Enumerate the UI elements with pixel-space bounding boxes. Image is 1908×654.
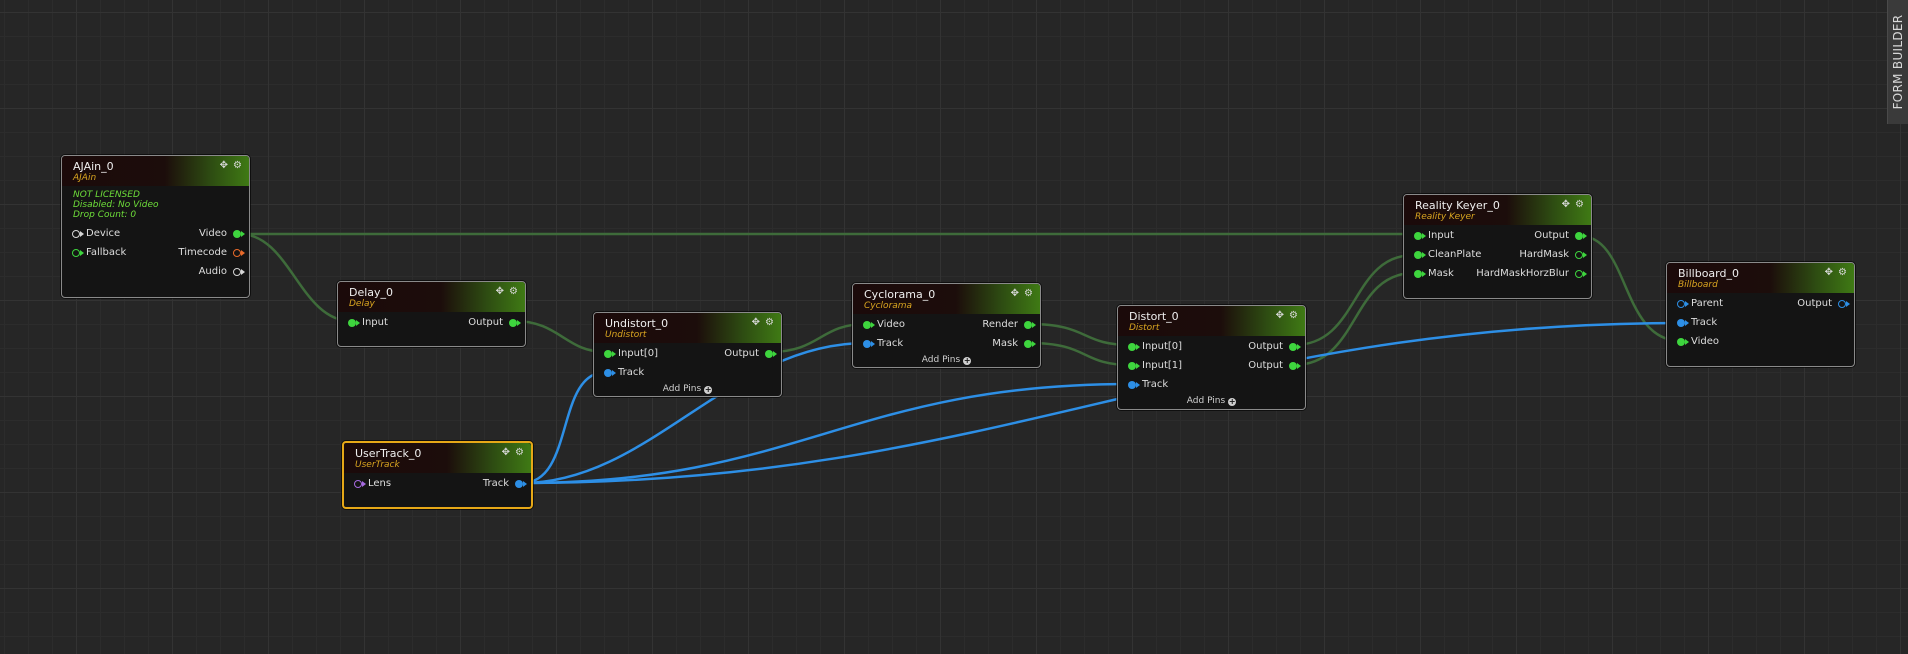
pin-track[interactable]: Track (604, 363, 644, 382)
node-header[interactable]: Undistort_0 Undistort ✥ ⚙ (594, 313, 781, 343)
node-header[interactable]: Distort_0 Distort ✥ ⚙ (1118, 306, 1305, 336)
pin-output[interactable]: Output (724, 344, 777, 363)
node-title: Distort_0 (1129, 310, 1179, 323)
pin-input1[interactable]: Input[1] (1128, 356, 1182, 375)
pin-input0[interactable]: Input[0] (604, 344, 658, 363)
node-type: Distort (1129, 323, 1160, 333)
pin-hardmaskhorzblur[interactable]: HardMaskHorzBlur (1476, 264, 1587, 283)
wire-cyclorama-mask-to-distort-input1 (1028, 341, 1132, 367)
gear-icon[interactable]: ⚙ (1024, 288, 1033, 299)
node-header[interactable]: Reality Keyer_0 Reality Keyer ✥ ⚙ (1404, 195, 1591, 225)
node-header[interactable]: Billboard_0 Billboard ✥ ⚙ (1667, 263, 1854, 293)
node-usertrack[interactable]: UserTrack_0 UserTrack ✥ ⚙ Lens Track (342, 441, 533, 509)
node-title: Delay_0 (349, 286, 394, 299)
gear-icon[interactable]: ⚙ (1838, 267, 1847, 278)
status-line: Disabled: No Video (73, 200, 159, 210)
node-type: AJAin (73, 173, 97, 183)
pin-parent[interactable]: Parent (1677, 294, 1723, 313)
node-type: Billboard (1678, 280, 1718, 290)
pin-output[interactable]: Output (468, 313, 521, 332)
pin-track[interactable]: Track (1128, 375, 1168, 394)
plus-icon: + (704, 385, 713, 394)
node-header[interactable]: Delay_0 Delay ✥ ⚙ (338, 282, 525, 312)
pin-mask[interactable]: Mask (992, 334, 1036, 353)
pin-fallback[interactable]: Fallback (72, 243, 126, 262)
node-title: UserTrack_0 (355, 447, 422, 460)
move-icon[interactable]: ✥ (1275, 310, 1285, 321)
pin-audio-out[interactable]: Audio (199, 262, 245, 281)
pin-track[interactable]: Track (863, 334, 903, 353)
gear-icon[interactable]: ⚙ (509, 286, 518, 297)
node-cyclorama[interactable]: Cyclorama_0 Cyclorama ✥ ⚙ Video Render Tr… (852, 283, 1041, 368)
move-icon[interactable]: ✥ (1561, 199, 1571, 210)
node-delay[interactable]: Delay_0 Delay ✥ ⚙ Input Output (337, 281, 526, 347)
pin-video-out[interactable]: Video (199, 224, 245, 243)
pin-input[interactable]: Input (1414, 226, 1454, 245)
node-type: Delay (349, 299, 375, 309)
pin-video[interactable]: Video (1677, 332, 1719, 351)
node-title: Cyclorama_0 (864, 288, 936, 301)
gear-icon[interactable]: ⚙ (1575, 199, 1584, 210)
wire-usertrack-to-distort-track (521, 382, 1132, 485)
node-ajain[interactable]: AJAin_0 AJAin ✥ ⚙ NOT LICENSED Disabled: … (61, 155, 250, 298)
pin-output[interactable]: Output (1534, 226, 1587, 245)
move-icon[interactable]: ✥ (219, 160, 229, 171)
node-header[interactable]: AJAin_0 AJAin ✥ ⚙ (62, 156, 249, 186)
pin-input[interactable]: Input (348, 313, 388, 332)
node-header[interactable]: UserTrack_0 UserTrack ✥ ⚙ (344, 443, 531, 473)
wire-distort-output1-to-keyer-mask (1293, 271, 1415, 367)
pin-input0[interactable]: Input[0] (1128, 337, 1182, 356)
pin-render[interactable]: Render (982, 315, 1036, 334)
node-billboard[interactable]: Billboard_0 Billboard ✥ ⚙ Parent Output T… (1666, 262, 1855, 367)
move-icon[interactable]: ✥ (751, 317, 761, 328)
node-type: UserTrack (355, 460, 400, 470)
pin-timecode-out[interactable]: Timecode (178, 243, 245, 262)
pin-device[interactable]: Device (72, 224, 120, 243)
move-icon[interactable]: ✥ (1824, 267, 1834, 278)
pin-track-out[interactable]: Track (483, 474, 527, 493)
node-status: NOT LICENSED Disabled: No Video Drop Cou… (62, 186, 249, 220)
node-undistort[interactable]: Undistort_0 Undistort ✥ ⚙ Input[0] Output… (593, 312, 782, 397)
wire-ajain-video-to-delay-input (239, 232, 352, 323)
gear-icon[interactable]: ⚙ (233, 160, 242, 171)
pin-lens[interactable]: Lens (354, 474, 391, 493)
add-pins-button[interactable]: Add Pins+ (1186, 396, 1237, 406)
move-icon[interactable]: ✥ (1010, 288, 1020, 299)
node-distort[interactable]: Distort_0 Distort ✥ ⚙ Input[0] Output Inp… (1117, 305, 1306, 410)
pin-output1[interactable]: Output (1248, 356, 1301, 375)
pin-output0[interactable]: Output (1248, 337, 1301, 356)
pin-video[interactable]: Video (863, 315, 905, 334)
status-line: Drop Count: 0 (73, 210, 137, 220)
pin-output[interactable]: Output (1797, 294, 1850, 313)
form-builder-tab[interactable]: FORM BUILDER (1887, 0, 1908, 124)
node-header[interactable]: Cyclorama_0 Cyclorama ✥ ⚙ (853, 284, 1040, 314)
node-title: Undistort_0 (605, 317, 669, 330)
node-title: Reality Keyer_0 (1415, 199, 1500, 212)
gear-icon[interactable]: ⚙ (1289, 310, 1298, 321)
node-reality-keyer[interactable]: Reality Keyer_0 Reality Keyer ✥ ⚙ Input O… (1403, 194, 1592, 299)
plus-icon: + (963, 356, 972, 365)
node-type: Undistort (605, 330, 647, 340)
move-icon[interactable]: ✥ (501, 447, 511, 458)
pin-cleanplate[interactable]: CleanPlate (1414, 245, 1481, 264)
gear-icon[interactable]: ⚙ (765, 317, 774, 328)
gear-icon[interactable]: ⚙ (515, 447, 524, 458)
add-pins-button[interactable]: Add Pins+ (921, 355, 972, 365)
wire-distort-output0-to-keyer-cleanplate (1293, 253, 1415, 347)
node-title: Billboard_0 (1678, 267, 1739, 280)
node-type: Reality Keyer (1415, 212, 1475, 222)
node-type: Cyclorama (864, 301, 913, 311)
add-pins-button[interactable]: Add Pins+ (662, 384, 713, 394)
plus-icon: + (1228, 397, 1237, 406)
form-builder-label: FORM BUILDER (1891, 14, 1905, 110)
pin-hardmask[interactable]: HardMask (1519, 245, 1587, 264)
node-title: AJAin_0 (73, 160, 114, 173)
move-icon[interactable]: ✥ (495, 286, 505, 297)
pin-mask[interactable]: Mask (1414, 264, 1454, 283)
status-line: NOT LICENSED (73, 190, 140, 200)
pin-track[interactable]: Track (1677, 313, 1717, 332)
wire-cyclorama-render-to-distort-input0 (1028, 322, 1132, 347)
